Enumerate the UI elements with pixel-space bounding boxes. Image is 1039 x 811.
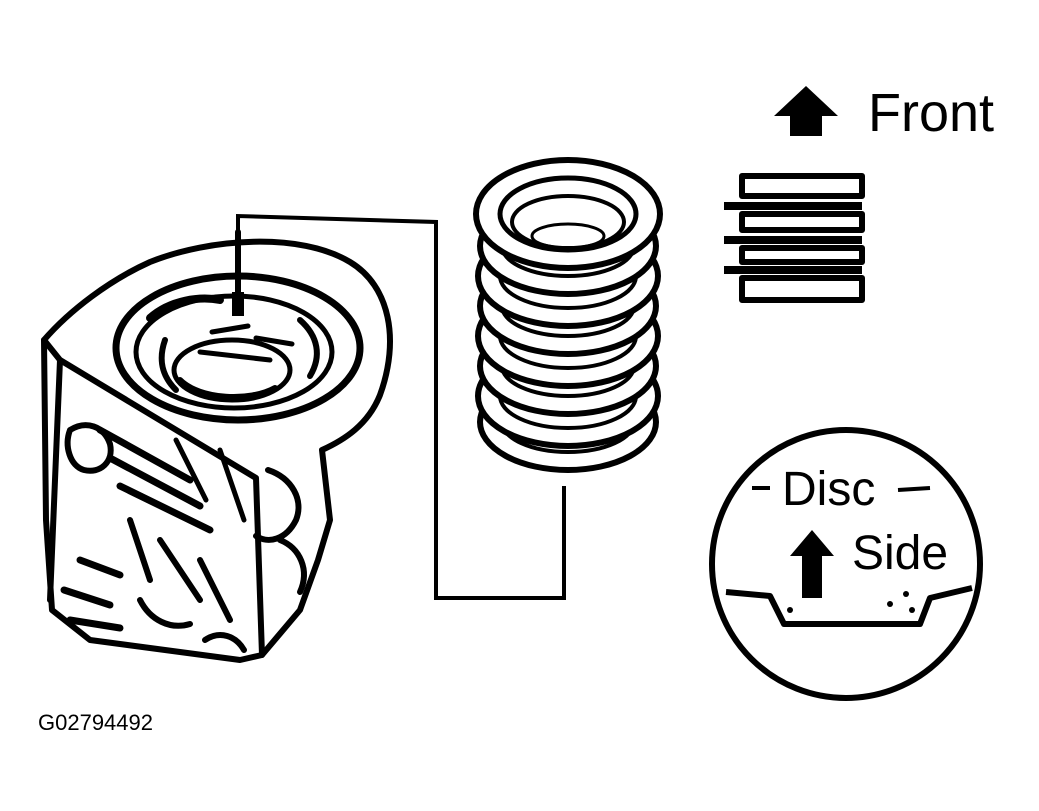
stack-order-diagram [724,173,865,303]
side-label: Side [852,527,949,580]
disc-side-arrow-icon [790,530,834,598]
clutch-pack-illustration [473,157,663,473]
disc-side-detail [709,427,983,701]
transmission-case-illustration [41,229,393,663]
figure-id: G02794492 [38,710,153,735]
disc-label: Disc [782,463,876,516]
front-arrow-icon [774,86,838,136]
front-label: Front [868,83,995,143]
leader-line [236,213,566,600]
